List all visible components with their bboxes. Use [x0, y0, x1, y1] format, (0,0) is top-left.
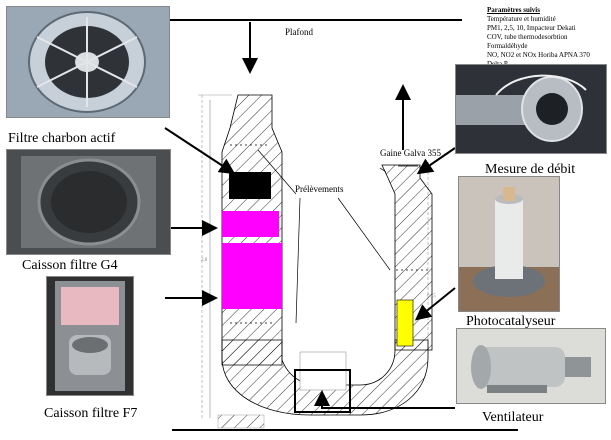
arrow-to-flow-meter [416, 147, 456, 175]
photocatalyst-block [396, 299, 414, 347]
monitored-parameters: Paramètres suivis Température et humidit… [487, 6, 590, 69]
parameter-line: Température et humidité [487, 15, 556, 23]
sampling-pointer-3 [337, 197, 391, 271]
parameter-line: Formaldéhyde [487, 42, 528, 50]
parameter-line: NO, NO2 et NOx Horiba APNA 370 [487, 51, 590, 59]
fan-image [457, 329, 605, 403]
fan-photo [456, 328, 606, 404]
parameter-line: PM1, 2,5, 10, Impacteur Dekati [487, 24, 576, 32]
flow-measurement-caption: Mesure de débit [485, 162, 576, 177]
activated-carbon-block [229, 172, 271, 199]
sampling-pointer-1 [257, 149, 297, 195]
dimension-label-right: 0,75 [427, 294, 436, 299]
floor-strip [217, 414, 265, 429]
flow-meter-image [456, 65, 606, 153]
f7-filter-box-image [47, 277, 133, 395]
fan-caption: Ventilateur [482, 410, 544, 425]
g4-filter-caption: Caisson filtre G4 [22, 258, 118, 273]
filter-g4-block [222, 211, 279, 237]
gaine-pointer [379, 167, 387, 173]
photocatalyst-photo [458, 176, 560, 312]
f7-filter-box-photo [46, 276, 134, 396]
arrow-to-photocatalyst [414, 287, 456, 321]
activated-carbon-filter-photo [6, 6, 170, 118]
parameter-line: COV, tube thermodesorbtion [487, 33, 568, 41]
arrow-to-fan [314, 390, 455, 409]
g4-filter-box-photo [6, 149, 171, 255]
photocatalyst-image [459, 177, 559, 311]
photocatalyst-caption: Photocatalyseur [466, 314, 556, 329]
dimension-label-left: 2,8 [201, 258, 208, 263]
fan-box [294, 369, 351, 413]
sampling-pointer-2 [295, 197, 301, 324]
activated-carbon-filter-image [7, 7, 169, 117]
parameters-title: Paramètres suivis [487, 6, 540, 14]
f7-filter-caption: Caisson filtre F7 [44, 406, 138, 421]
flow-meter-photo [455, 64, 607, 154]
sampling-label: Prélèvements [295, 184, 344, 194]
g4-filter-box-image [7, 150, 170, 254]
duct-label: Gaine Galva 355 [380, 148, 441, 158]
ceiling-label: Plafond [285, 27, 313, 37]
filter-f7-block [222, 243, 282, 309]
arrow-to-carbon [164, 127, 236, 175]
activated-carbon-caption: Filtre charbon actif [8, 131, 116, 146]
